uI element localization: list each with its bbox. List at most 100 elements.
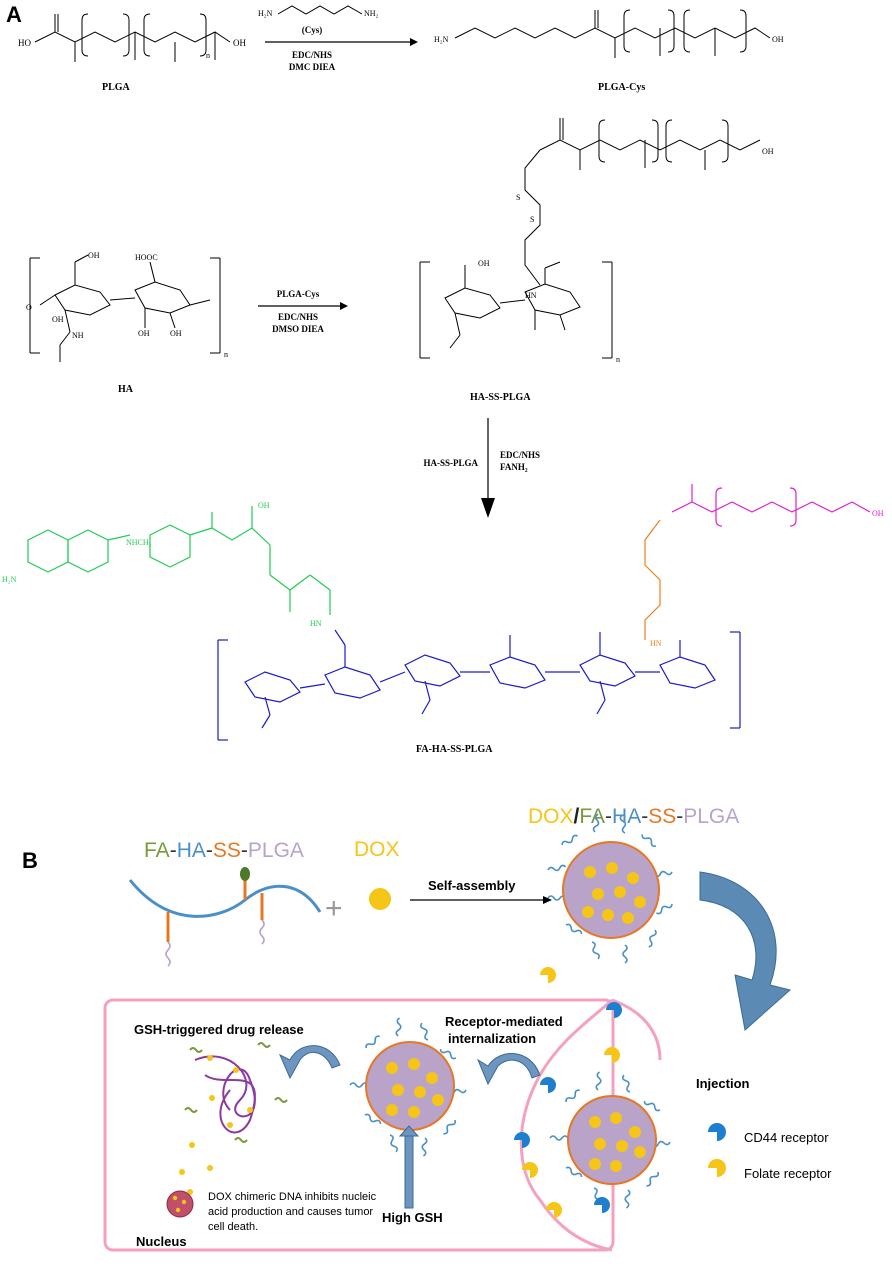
np-title-dox: DOX <box>528 805 574 828</box>
high-gsh-arrow-shaft <box>404 1131 414 1209</box>
nanoparticle-top <box>546 813 674 964</box>
injection-label: Injection <box>696 1076 750 1091</box>
released-polymer-tangle <box>184 1042 288 1143</box>
fa-hn: HN <box>310 619 322 628</box>
step3-left: HA-SS-PLGA <box>423 458 478 468</box>
polymer-title-dash3: - <box>241 839 248 862</box>
cell-membrane-outer <box>611 998 662 1061</box>
np-title-ss: SS <box>648 805 676 828</box>
np-title-dash2: - <box>641 805 648 828</box>
dox-note-line3: cell death. <box>208 1221 258 1233</box>
cys-nh2-right: NH₂ <box>364 9 379 18</box>
step1-arrowhead <box>410 38 418 46</box>
cys-nh2-left: H₂N <box>258 9 273 18</box>
fa-moiety <box>27 506 331 615</box>
ha-ss-plga-s2: S <box>530 215 534 224</box>
plga-oh-right: OH <box>233 38 246 48</box>
fa-h2n: H₂N <box>2 575 17 584</box>
polymer-title-dash2: - <box>206 839 213 862</box>
cd44-legend-label: CD44 receptor <box>744 1130 829 1145</box>
gsh-release-label: GSH-triggered drug release <box>134 1022 304 1037</box>
cd44-receptors <box>514 1002 622 1213</box>
polymer-title-dash1: - <box>170 839 177 862</box>
plga-oh-left: HO <box>18 38 31 48</box>
cys-structure <box>277 5 363 15</box>
step3-right-bottom: FANH₂ <box>500 462 528 472</box>
ha-ss-plga-oh-top: OH <box>478 259 490 268</box>
nucleus-icon <box>166 1190 194 1218</box>
np-title-plga: PLGA <box>683 805 739 828</box>
injection-arrow <box>699 871 792 1031</box>
polymer-title-ha: HA <box>177 839 206 862</box>
ha-ss-plga-name: HA-SS-PLGA <box>470 392 531 403</box>
nucleus-label: Nucleus <box>136 1234 187 1249</box>
ha-oh-mid: OH <box>52 315 64 324</box>
dox-note-line1: DOX chimeric DNA inhibits nucleic <box>208 1191 377 1203</box>
plga-oh-magenta: OH <box>872 509 884 518</box>
fa-oh: OH <box>258 501 270 510</box>
ha-backbone-blue <box>217 629 741 741</box>
curved-arrow-release <box>278 1045 341 1080</box>
released-dox-dots <box>179 1055 253 1195</box>
np-title-slash: / <box>574 805 580 828</box>
step1-reagent-bottom: DMC DIEA <box>289 62 336 72</box>
curved-arrow-internalization <box>476 1052 541 1086</box>
dox-molecule <box>369 888 391 910</box>
dox-note-line2: acid production and causes tumor <box>208 1206 373 1218</box>
self-assembly-label: Self-assembly <box>428 878 516 893</box>
self-assembly-arrowhead <box>543 896 552 904</box>
np-title-dash1: - <box>605 805 612 828</box>
panel-b-label: B <box>22 848 38 873</box>
ha-oh-b1: OH <box>138 329 150 338</box>
plga-structure <box>34 13 231 62</box>
ha-o-left: O <box>26 303 32 312</box>
receptor-label-1: Receptor-mediated <box>445 1014 563 1029</box>
folate-receptors <box>522 967 620 1218</box>
ha-ss-plga-plga-chain <box>524 118 761 286</box>
step2-reagent-top: PLGA-Cys <box>277 289 320 299</box>
nucleus-dots <box>172 1195 187 1213</box>
step1-reagent-mid: EDC/NHS <box>292 50 332 60</box>
ha-sub-n: n <box>224 350 228 359</box>
plga-sub-n: n <box>206 51 210 60</box>
folate-legend-label: Folate receptor <box>744 1166 832 1181</box>
ha-name: HA <box>118 384 134 395</box>
folate-legend-icon <box>708 1159 726 1177</box>
dox-label: DOX <box>354 838 400 861</box>
cd44-legend-icon <box>708 1123 726 1141</box>
ha-ss-plga-hn: HN <box>525 291 537 300</box>
ha-ss-plga-oh: OH <box>762 147 774 156</box>
ha-ss-plga-s1: S <box>516 193 520 202</box>
polymer-title: FA-HA-SS-PLGA <box>144 839 304 862</box>
step3-right-top: EDC/NHS <box>500 450 540 460</box>
ss-plga-linker <box>644 484 871 640</box>
polymer-title-fa: FA <box>144 839 170 862</box>
high-gsh-arrow-head <box>398 1125 420 1137</box>
plga-cys-structure <box>454 9 771 58</box>
plga-cys-nh2: H₂N <box>434 35 449 44</box>
step2-reagent-mid: EDC/NHS <box>278 312 318 322</box>
np-title-ha: HA <box>612 805 641 828</box>
np-title-dash3: - <box>676 805 683 828</box>
ss-hn: HN <box>650 639 662 648</box>
ha-cooh: HOOC <box>135 253 158 262</box>
np-title-fa: FA <box>579 805 605 828</box>
ha-ss-plga-ha-unit <box>419 261 613 359</box>
plus-sign: + <box>325 892 343 925</box>
step2-reagent-bottom: DMSO DIEA <box>272 324 324 334</box>
polymer-chain-illustration <box>128 867 322 967</box>
step2-arrowhead <box>340 302 348 310</box>
ha-ss-plga-sub-n: n <box>616 355 620 364</box>
panel-a-label: A <box>6 2 22 27</box>
step1-reagent-top: (Cys) <box>302 25 323 35</box>
ha-nh: NH <box>72 331 84 340</box>
plga-cys-name: PLGA-Cys <box>598 82 645 93</box>
receptor-label-2: internalization <box>448 1031 536 1046</box>
nanoparticle-bottom <box>549 1071 672 1209</box>
fa-ha-ss-plga-name: FA-HA-SS-PLGA <box>416 744 493 755</box>
plga-cys-oh: OH <box>772 35 784 44</box>
ha-oh-top: OH <box>88 251 100 260</box>
np-title: DOX/FA-HA-SS-PLGA <box>528 805 739 828</box>
fa-nhch2: NHCH₂ <box>126 538 152 547</box>
